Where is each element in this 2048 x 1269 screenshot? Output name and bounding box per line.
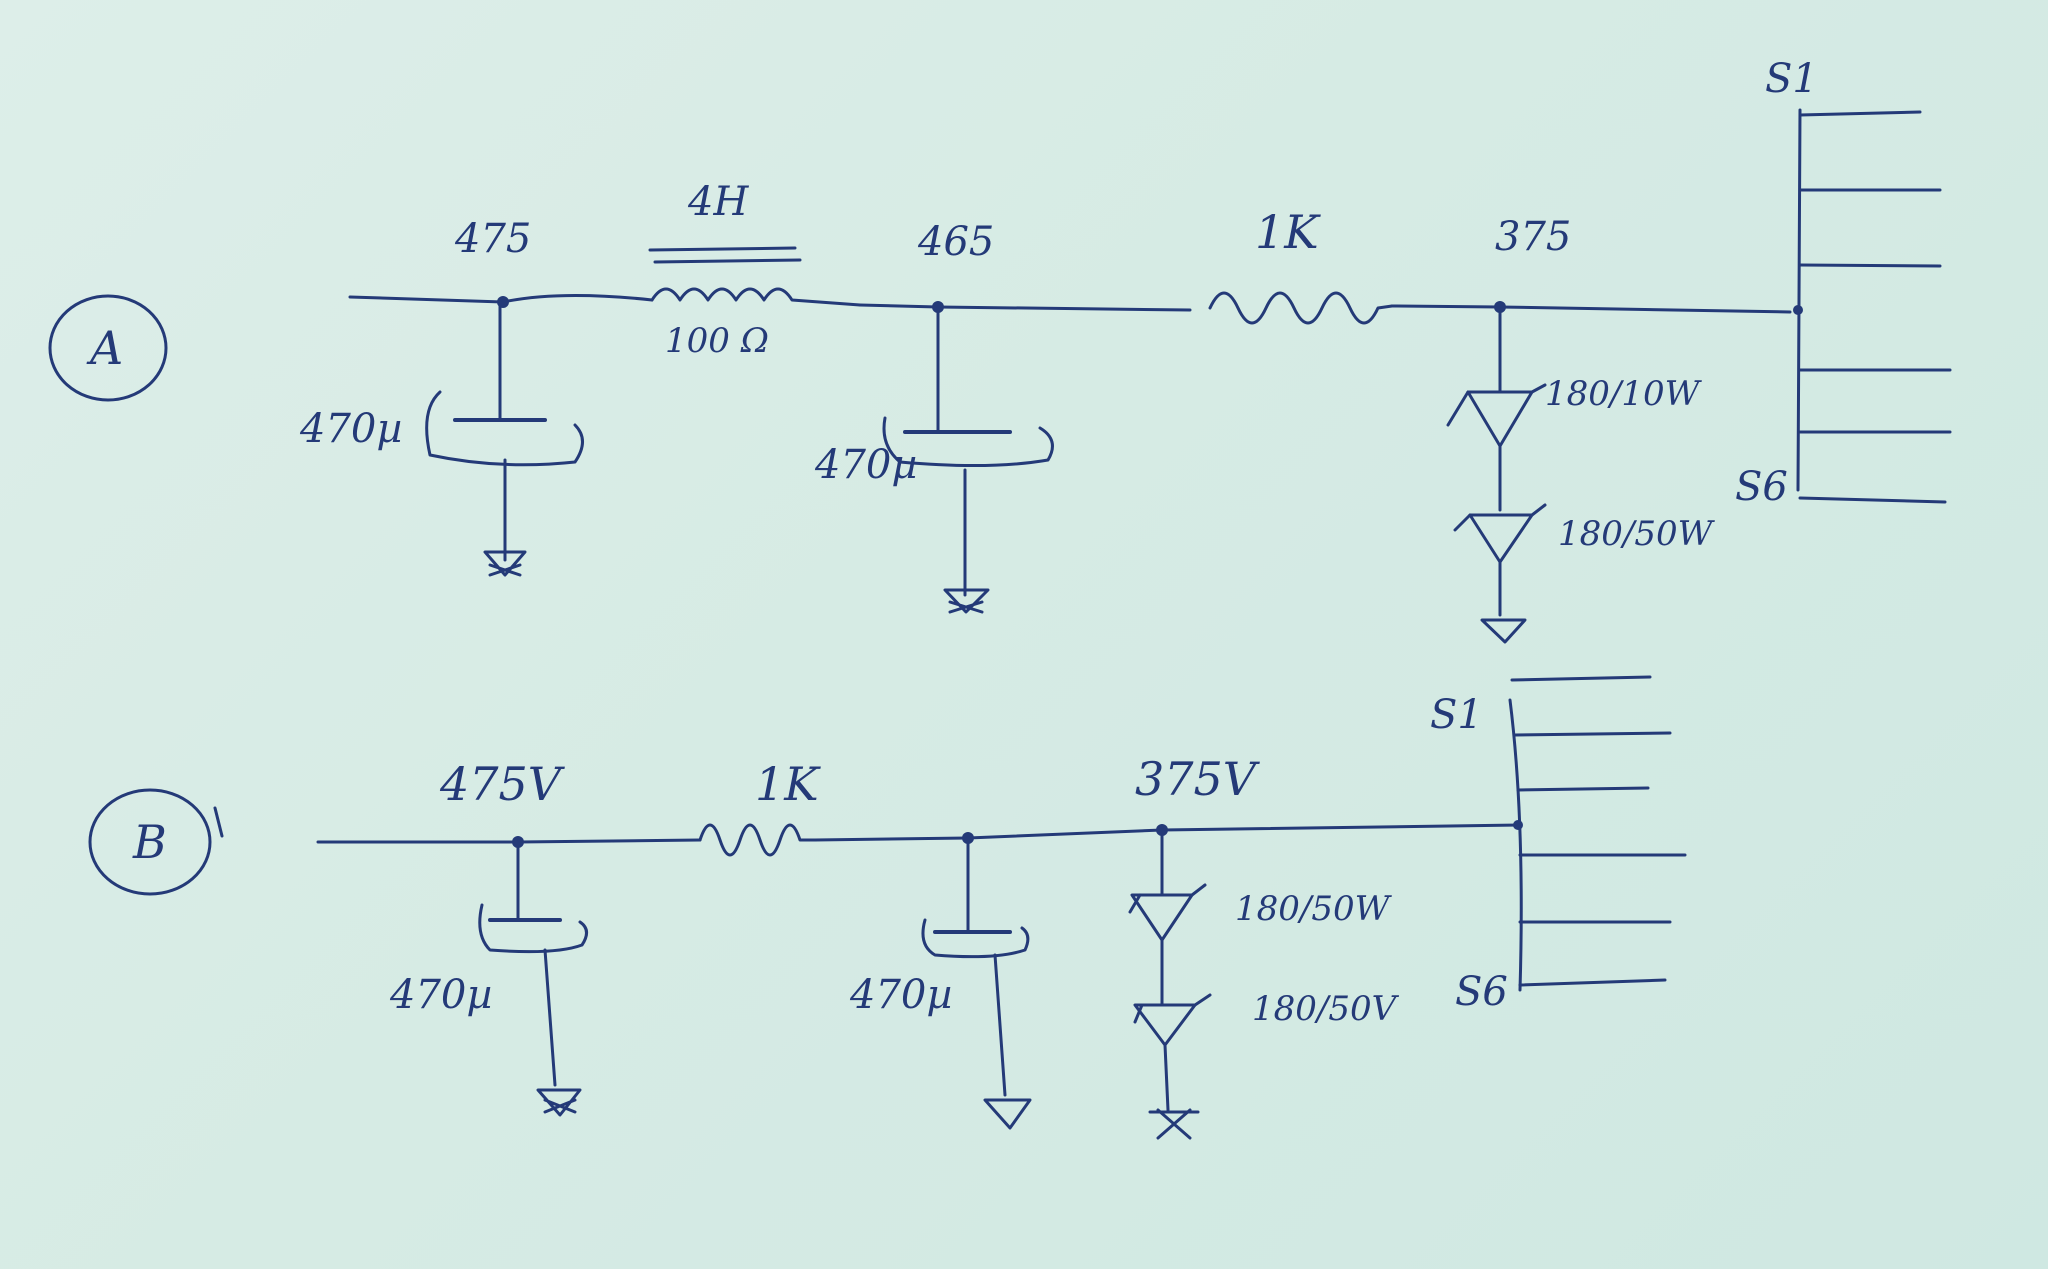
b-zener2-label: 180/50V bbox=[1252, 989, 1400, 1029]
a-node3-voltage: 375 bbox=[1495, 214, 1571, 260]
a-node1-voltage: 475 bbox=[454, 216, 531, 262]
circuit-a: A bbox=[48, 56, 1952, 644]
a-node2-voltage: 465 bbox=[917, 219, 994, 265]
b-zener1-body bbox=[1130, 893, 1194, 942]
b-cap2-curve bbox=[921, 918, 1030, 959]
a-out-first-label: S1 bbox=[1765, 56, 1818, 102]
a-zener2-bar bbox=[1453, 503, 1547, 532]
b-out-s6 bbox=[1518, 978, 1667, 987]
a-zener1-bar bbox=[1446, 383, 1547, 427]
a-wire-1 bbox=[501, 293, 654, 304]
b-zener1-bar bbox=[1128, 883, 1207, 914]
a-choke-core-1 bbox=[648, 246, 797, 252]
b-zener-lead-bottom bbox=[1163, 1043, 1170, 1112]
a-cap2-label: 470µ bbox=[814, 442, 917, 488]
b-cap1-curve bbox=[478, 903, 588, 954]
b-out-2 bbox=[1513, 731, 1672, 737]
b-zener2-bar bbox=[1133, 993, 1212, 1024]
a-cap1-curve bbox=[425, 390, 584, 467]
b-ground-3 bbox=[1148, 1108, 1200, 1140]
b-out-3 bbox=[1516, 786, 1650, 792]
b-out-first-label: S1 bbox=[1430, 692, 1483, 738]
a-bus-vertical bbox=[1796, 108, 1802, 492]
badge-b-tick bbox=[213, 806, 224, 838]
a-resistor-label: 1K bbox=[1255, 205, 1321, 259]
b-cap2-lead-gnd bbox=[993, 953, 1007, 1097]
b-node3-voltage: 375V bbox=[1135, 752, 1261, 806]
a-zener1-body bbox=[1466, 390, 1534, 448]
b-wire-2 bbox=[813, 836, 970, 842]
b-cap2-label: 470µ bbox=[849, 972, 952, 1018]
a-choke-label: 4H bbox=[687, 179, 749, 225]
b-out-last-label: S6 bbox=[1455, 969, 1508, 1015]
a-out-s6 bbox=[1798, 496, 1947, 504]
b-zener1-label: 180/50W bbox=[1235, 889, 1393, 929]
b-wire-4 bbox=[1160, 823, 1522, 832]
b-wire-1 bbox=[516, 838, 702, 844]
b-ground-1 bbox=[536, 1088, 582, 1117]
b-resistor-label: 1K bbox=[755, 757, 821, 811]
badge-b-label: B bbox=[132, 815, 167, 869]
a-resistor-1k bbox=[1208, 291, 1394, 325]
a-ground-3 bbox=[1480, 618, 1527, 644]
a-bus-junction bbox=[1793, 305, 1803, 315]
b-bus-junction bbox=[1513, 820, 1523, 830]
circuit-b: B bbox=[88, 675, 1687, 1140]
a-ground-2 bbox=[943, 588, 990, 614]
badge-a-label: A bbox=[86, 321, 123, 375]
a-choke-coil bbox=[650, 287, 862, 307]
a-zener2-label: 180/50W bbox=[1558, 514, 1716, 554]
b-out-s1 bbox=[1510, 675, 1652, 682]
a-cap1-label: 470µ bbox=[299, 406, 402, 452]
a-ground-1 bbox=[483, 550, 527, 577]
b-zener2-body bbox=[1133, 1003, 1197, 1047]
a-choke-core-2 bbox=[653, 258, 802, 264]
badge-b-circle bbox=[88, 788, 212, 896]
b-resistor-1k bbox=[698, 823, 817, 857]
a-wire-2 bbox=[858, 303, 940, 309]
b-ground-2 bbox=[983, 1098, 1032, 1130]
badge-a-circle bbox=[48, 294, 168, 402]
a-zener2-body bbox=[1468, 513, 1534, 564]
a-choke-resistance: 100 Ω bbox=[665, 321, 769, 361]
b-cap1-label: 470µ bbox=[389, 972, 492, 1018]
a-zener1-label: 180/10W bbox=[1545, 374, 1703, 414]
a-out-last-label: S6 bbox=[1735, 464, 1788, 510]
b-cap1-lead-gnd bbox=[543, 948, 557, 1087]
a-out-3 bbox=[1798, 263, 1942, 268]
a-cap2-curve bbox=[882, 416, 1054, 468]
a-wire-4 bbox=[1390, 304, 1502, 309]
a-wire-in bbox=[348, 295, 505, 304]
a-wire-5 bbox=[1498, 305, 1792, 314]
b-node1-voltage: 475V bbox=[439, 757, 566, 811]
a-wire-3 bbox=[936, 305, 1192, 312]
a-out-s1 bbox=[1798, 110, 1922, 117]
b-wire-3 bbox=[966, 828, 1164, 840]
b-bus-vertical bbox=[1508, 698, 1523, 992]
